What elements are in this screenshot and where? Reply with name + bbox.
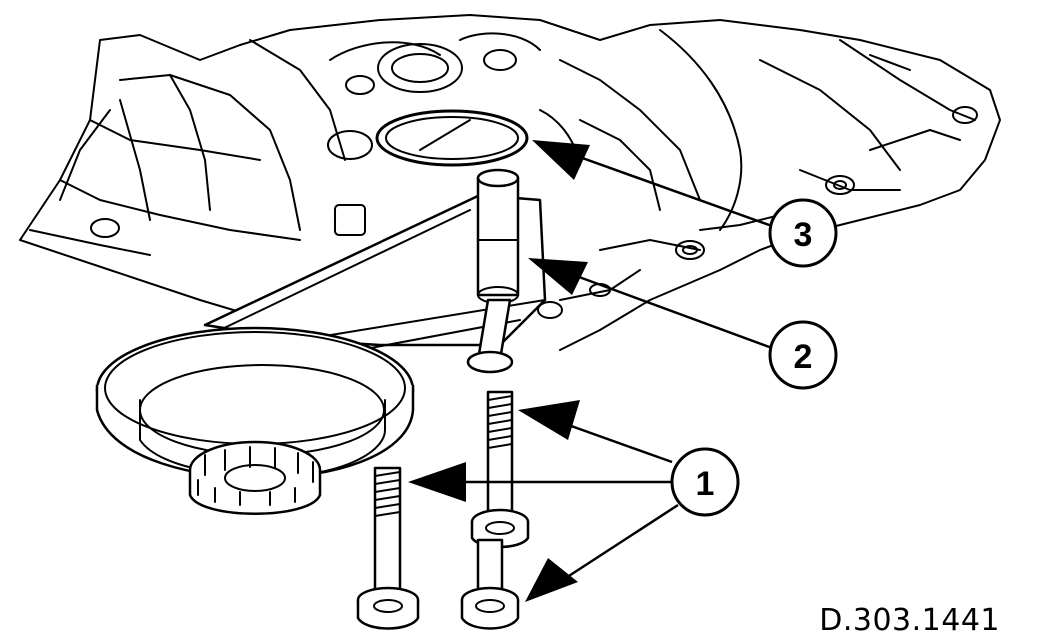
callout-3-label: 3 — [794, 216, 813, 254]
pump-housing — [95, 193, 547, 515]
callout-1-label: 1 — [696, 465, 715, 503]
bolt-front — [356, 466, 420, 630]
bolt-rear — [470, 390, 530, 549]
locating-dowel — [466, 168, 520, 374]
leader-1 — [408, 400, 679, 602]
leader-3 — [532, 140, 773, 228]
leader-2 — [528, 258, 773, 350]
callout-2-label: 2 — [794, 338, 813, 376]
callout-1: 1 — [670, 447, 740, 517]
callout-2: 2 — [768, 320, 838, 390]
bolt-lower — [460, 538, 520, 630]
callout-3: 3 — [768, 198, 838, 268]
figure-reference: D.303.1441 — [819, 603, 1000, 638]
o-ring-seal — [375, 109, 529, 167]
